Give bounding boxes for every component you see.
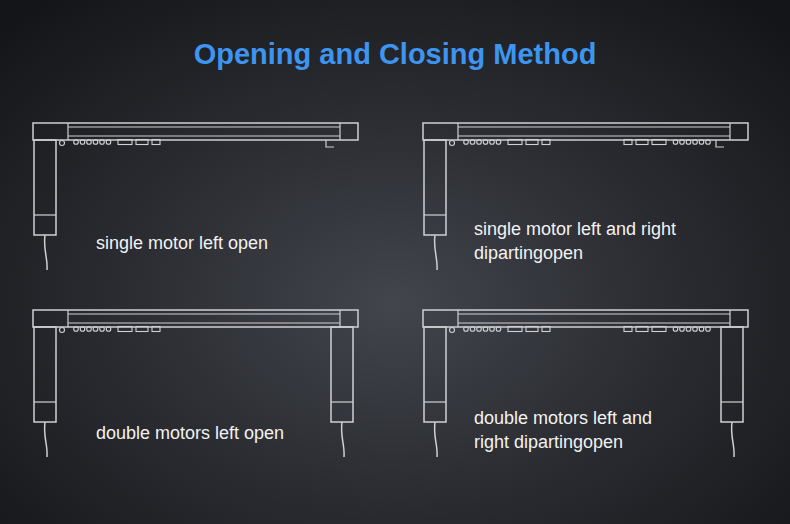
motor bbox=[34, 327, 56, 457]
curtain-track bbox=[423, 123, 748, 270]
motor bbox=[424, 140, 446, 270]
motor bbox=[331, 327, 353, 457]
method-label: double motors left open bbox=[96, 421, 326, 445]
method-label: double motors left and right dipartingop… bbox=[474, 406, 679, 454]
motor bbox=[721, 327, 743, 457]
curtain-track bbox=[33, 123, 358, 270]
curtain-track bbox=[33, 310, 358, 457]
curtain-track bbox=[423, 310, 748, 457]
method-label: single motor left open bbox=[96, 231, 356, 255]
glider-hooks bbox=[464, 327, 550, 332]
glider-hooks bbox=[624, 327, 710, 332]
motor bbox=[34, 140, 56, 270]
glider-hooks bbox=[464, 140, 550, 145]
method-label: single motor left and right dipartingope… bbox=[474, 217, 679, 265]
title: Opening and Closing Method bbox=[0, 38, 790, 71]
motor bbox=[424, 327, 446, 457]
glider-hooks bbox=[624, 140, 710, 145]
glider-hooks bbox=[74, 140, 160, 145]
glider-hooks bbox=[74, 327, 160, 332]
